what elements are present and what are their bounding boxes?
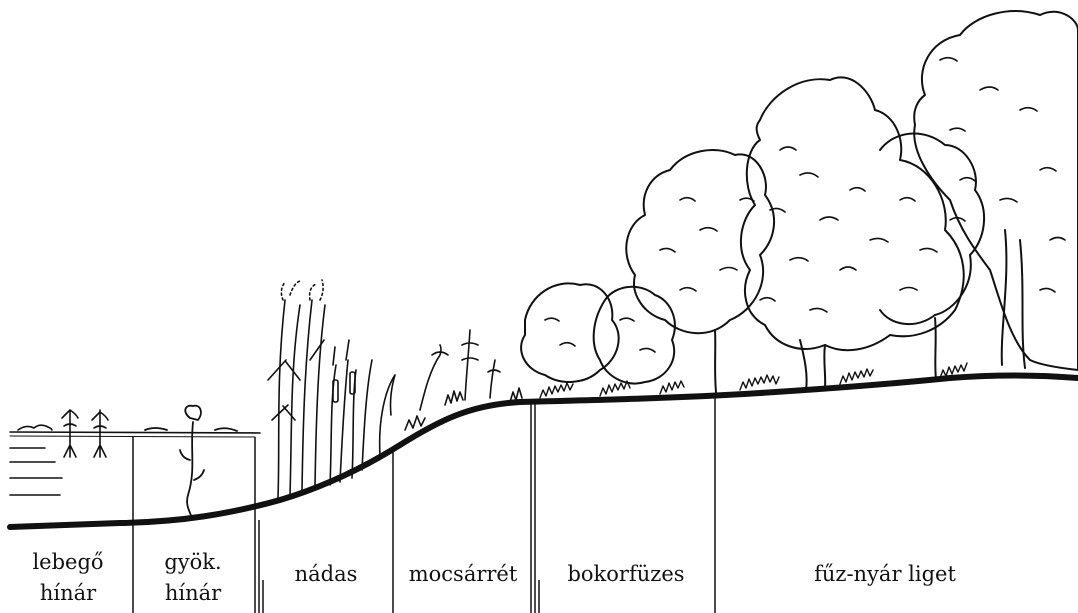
ground-surface-line xyxy=(10,375,1078,527)
zone-label-nadas: nádas xyxy=(295,562,358,586)
water-surface xyxy=(10,432,260,437)
tree-trunk-mid-left xyxy=(715,330,716,392)
zone-label-bokorfuzes: bokorfüzes xyxy=(567,562,684,586)
zone-label-lebego-line1: lebegő xyxy=(32,550,103,574)
tree-canopy-mid-left xyxy=(626,150,774,333)
zone-labels: lebegő hínár gyök. hínár nádas mocsárrét… xyxy=(32,550,956,605)
reed-bed xyxy=(268,280,395,498)
zone-label-gyok-line1: gyök. xyxy=(164,550,221,574)
tree-trunk-right xyxy=(935,318,936,380)
zone-label-lebego-line2: hínár xyxy=(40,581,97,605)
bush-canopy-2 xyxy=(594,287,675,384)
water-waves xyxy=(10,448,62,495)
floating-plants xyxy=(18,410,108,457)
tree-canopy-right xyxy=(880,134,984,325)
zone-label-fuz-nyar: fűz-nyár liget xyxy=(814,562,956,586)
tree-trunk-far-right xyxy=(1002,230,1025,368)
rooted-aquatic-plant xyxy=(145,406,237,518)
zone-label-gyok-line2: hínár xyxy=(165,581,222,605)
canopy-texture xyxy=(545,58,1065,352)
zone-label-mocsarret: mocsárrét xyxy=(409,562,518,586)
tree-canopies xyxy=(521,11,1078,392)
